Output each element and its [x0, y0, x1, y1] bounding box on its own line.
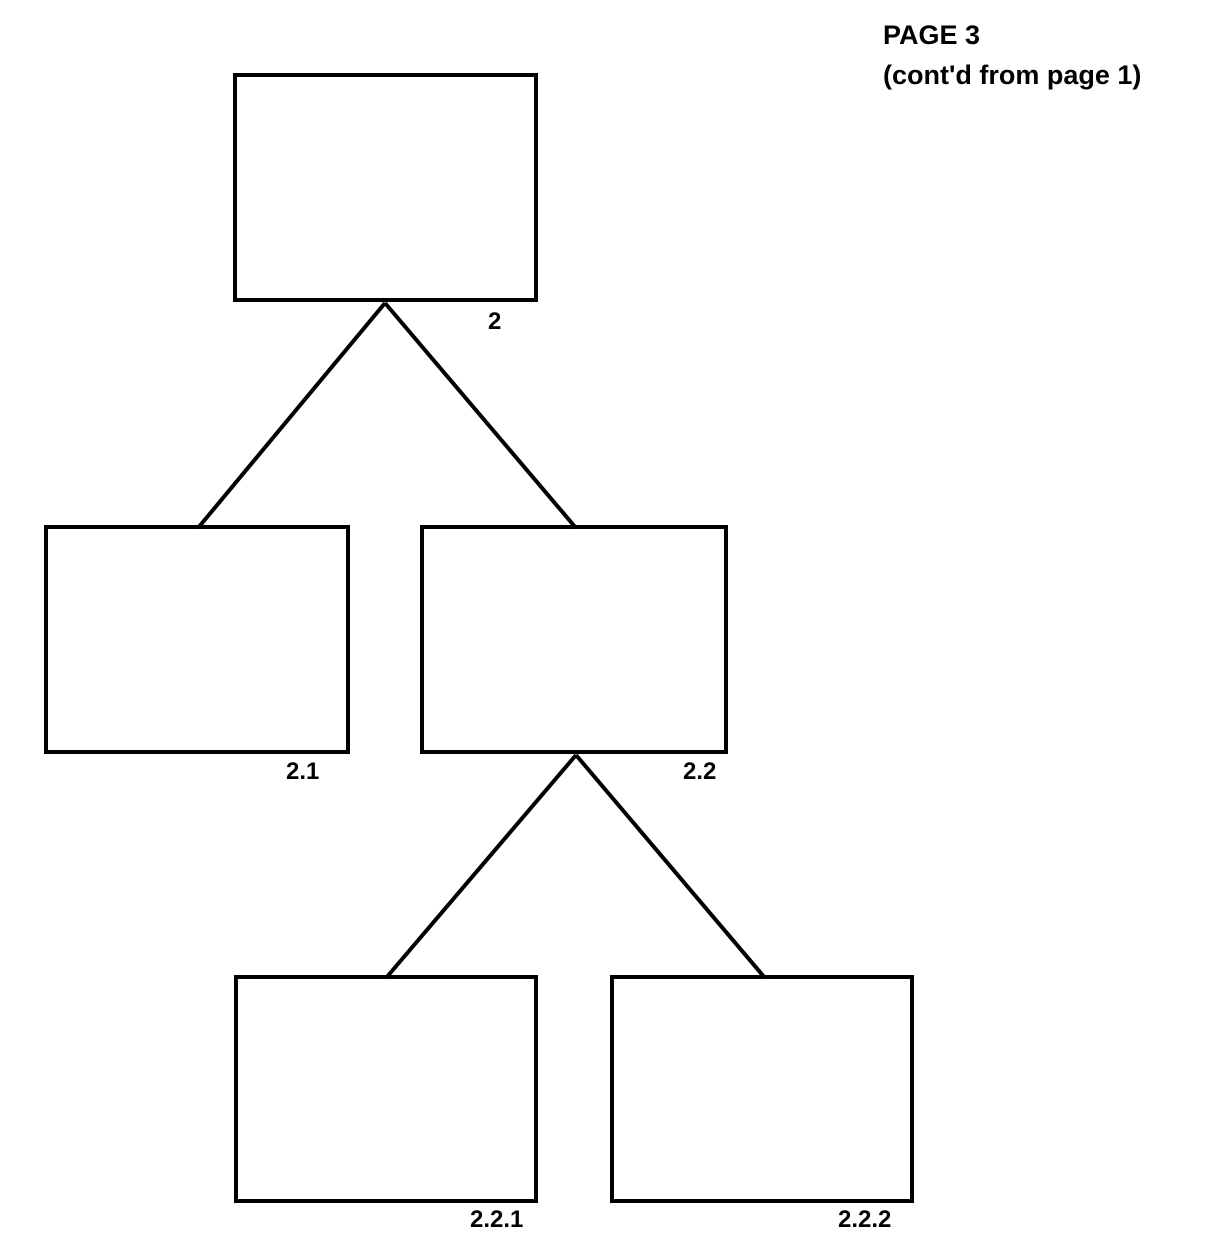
node-box-2-2-1 [234, 975, 538, 1203]
node-label-2-2-2: 2.2.2 [838, 1206, 892, 1233]
edge-2-to-2-2 [383, 301, 578, 530]
node-box-2-2 [420, 525, 728, 754]
node-label-2-2: 2.2 [683, 758, 717, 785]
node-label-2: 2 [488, 308, 502, 335]
node-label-2-2-1: 2.2.1 [470, 1206, 524, 1233]
edge-2-2-to-2-2-1 [384, 753, 578, 980]
node-box-2-1 [44, 525, 350, 754]
node-box-2 [233, 73, 538, 302]
continuation-note: (cont'd from page 1) [883, 60, 1142, 90]
node-box-2-2-2 [610, 975, 914, 1203]
page-number: PAGE 3 [883, 20, 981, 50]
node-label-2-1: 2.1 [286, 758, 320, 785]
edge-2-to-2-1 [196, 301, 387, 530]
edge-2-2-to-2-2-2 [574, 753, 767, 980]
